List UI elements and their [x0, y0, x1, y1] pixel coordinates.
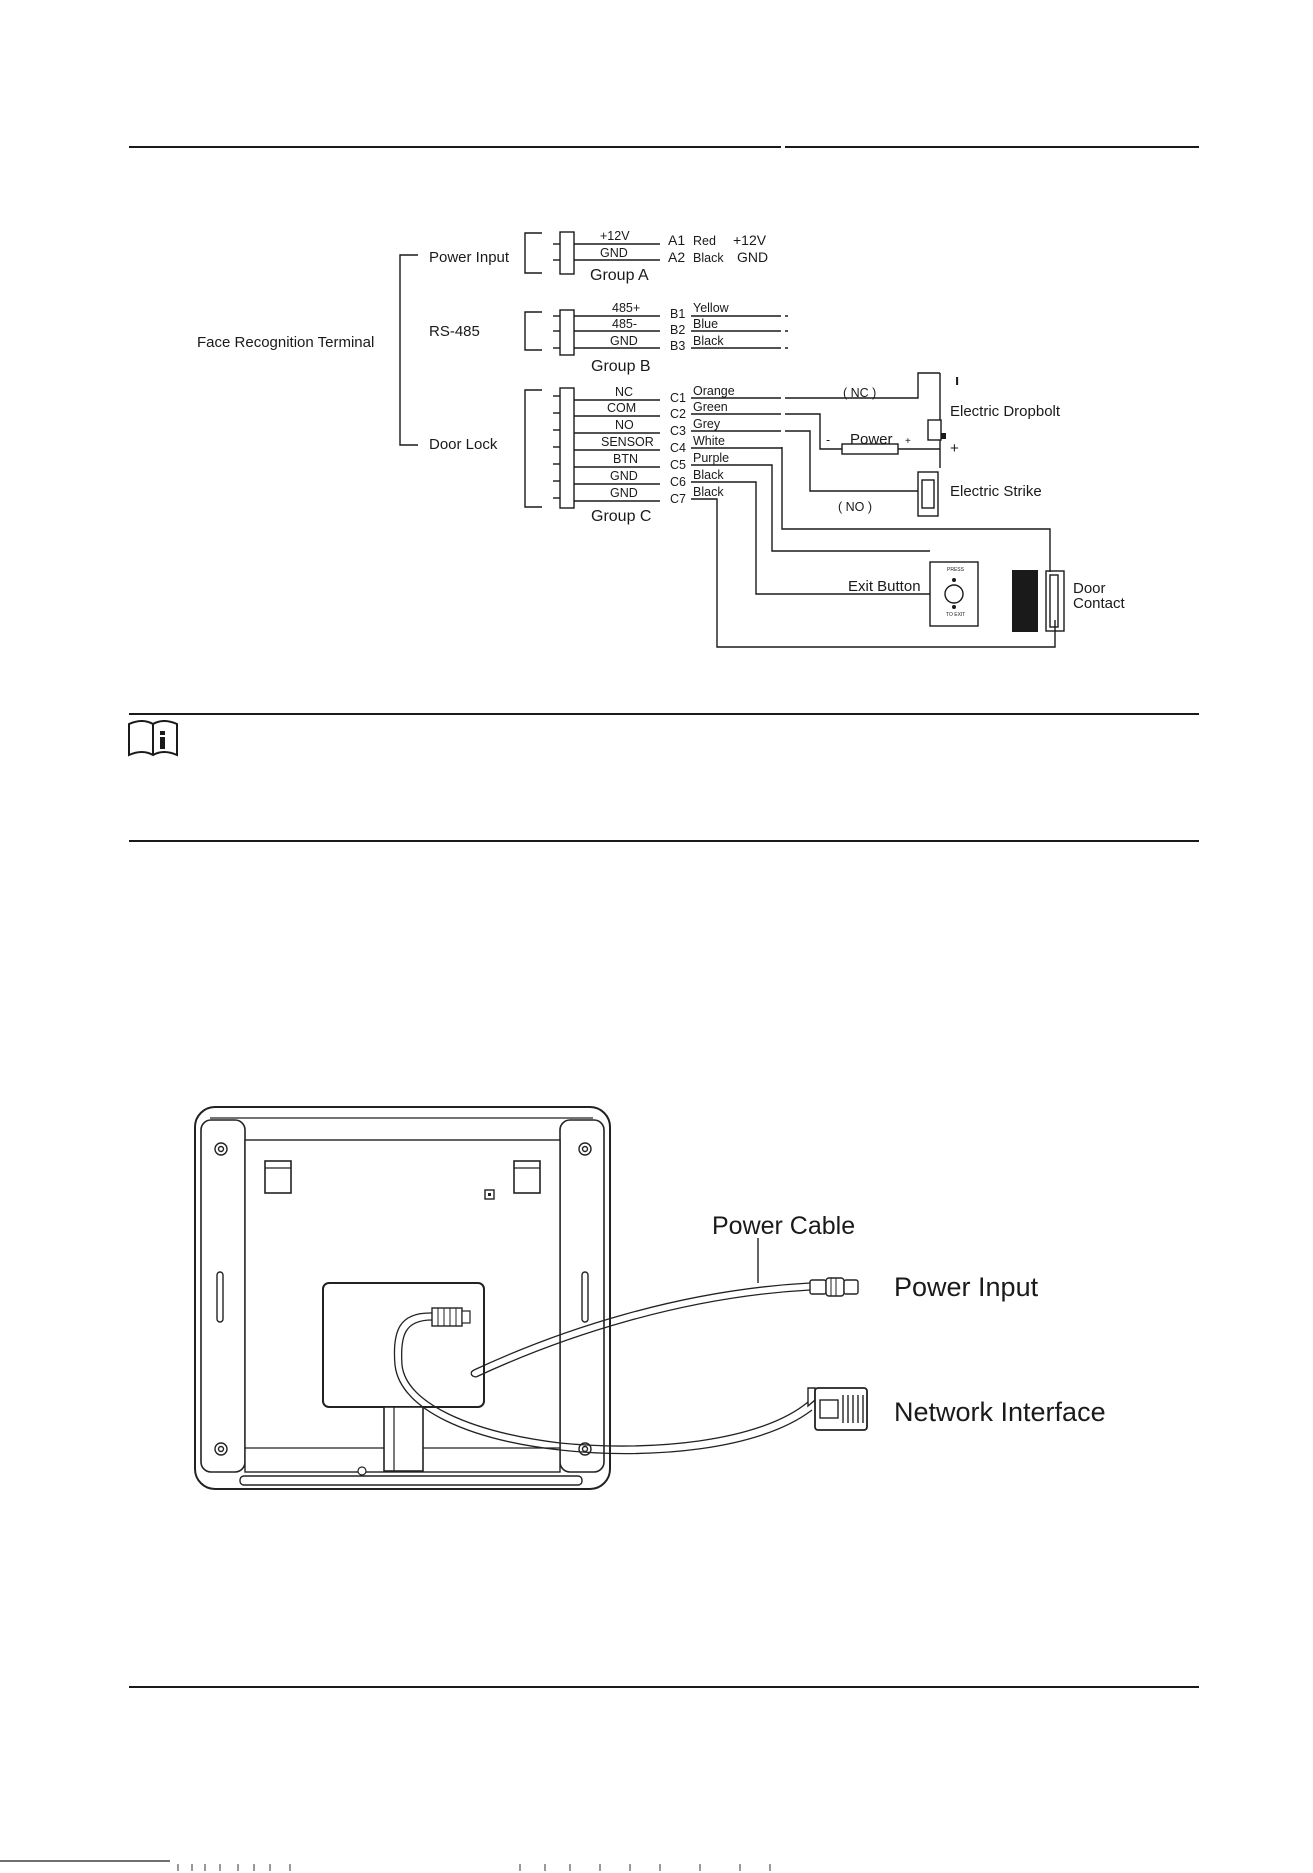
pin-c7: GND — [610, 486, 638, 500]
nc-label: ( NC ) — [843, 386, 876, 400]
group-b-label: Group B — [591, 358, 651, 375]
pin-c6: GND — [610, 469, 638, 483]
terminal-label: Face Recognition Terminal — [197, 334, 374, 351]
color-c2: Green — [693, 400, 728, 414]
pin-c2: COM — [607, 401, 636, 415]
group-c-label: Group C — [591, 508, 651, 525]
door-contact-label-1: Door — [1073, 580, 1106, 597]
color-c7: Black — [693, 485, 724, 499]
dropbolt-label: Electric Dropbolt — [950, 403, 1061, 420]
pin-a2: GND — [600, 246, 628, 260]
pin-c1: NC — [615, 385, 633, 399]
rs485-label: RS-485 — [429, 323, 480, 340]
color-a1: Red — [693, 234, 716, 248]
pin-c4: SENSOR — [601, 435, 654, 449]
id-c5: C5 — [670, 458, 686, 472]
id-c2: C2 — [670, 407, 686, 421]
pin-b1: 485+ — [612, 301, 640, 315]
note-bottom-rule — [129, 840, 1199, 842]
color-a2: Black — [693, 251, 724, 265]
pin-c5: BTN — [613, 452, 638, 466]
id-b3: B3 — [670, 339, 685, 353]
id-c6: C6 — [670, 475, 686, 489]
id-c7: C7 — [670, 492, 686, 506]
color-c5: Purple — [693, 451, 729, 465]
to-exit-text: TO EXIT — [946, 612, 965, 618]
color-c1: Orange — [693, 384, 735, 398]
power-plus: + — [905, 436, 911, 447]
color-b2: Blue — [693, 317, 718, 331]
target-a2: GND — [737, 249, 768, 265]
power-input-label: Power Input — [429, 249, 510, 266]
color-b3: Black — [693, 334, 724, 348]
id-a2: A2 — [668, 249, 685, 265]
color-c3: Grey — [693, 417, 721, 431]
note-info-icon — [128, 720, 178, 757]
id-b2: B2 — [670, 323, 685, 337]
header-rule — [129, 146, 1199, 148]
id-c3: C3 — [670, 424, 686, 438]
exit-button-label: Exit Button — [848, 578, 921, 595]
press-text: PRESS — [947, 567, 965, 573]
note-top-rule — [129, 713, 1199, 715]
pin-a1: +12V — [600, 229, 630, 243]
pin-b3: GND — [610, 334, 638, 348]
color-c4: White — [693, 434, 725, 448]
pin-c3: NO — [615, 418, 634, 432]
id-b1: B1 — [670, 307, 685, 321]
page-bottom-strip — [0, 1860, 771, 1871]
door-lock-label: Door Lock — [429, 436, 498, 453]
no-label: ( NO ) — [838, 500, 872, 514]
dropbolt-minus: ı — [955, 372, 959, 389]
power-cable-label: Power Cable — [712, 1212, 855, 1240]
target-a1: +12V — [733, 232, 767, 248]
strike-label: Electric Strike — [950, 483, 1042, 500]
door-contact-label-2: Contact — [1073, 595, 1126, 612]
power-label: Power — [850, 431, 893, 448]
id-a1: A1 — [668, 232, 685, 248]
wiring-diagram: Face Recognition Terminal Power Input RS… — [197, 0, 1126, 648]
pin-b2: 485- — [612, 317, 637, 331]
id-c4: C4 — [670, 441, 686, 455]
network-interface-label: Network Interface — [894, 1397, 1106, 1427]
footer-rule — [129, 1686, 1199, 1688]
id-c1: C1 — [670, 391, 686, 405]
group-a-label: Group A — [590, 267, 649, 284]
color-b1: Yellow — [693, 301, 730, 315]
power-input-plug-label: Power Input — [894, 1272, 1039, 1302]
color-c6: Black — [693, 468, 724, 482]
dropbolt-plus: + — [950, 440, 959, 457]
power-minus: - — [826, 433, 830, 447]
